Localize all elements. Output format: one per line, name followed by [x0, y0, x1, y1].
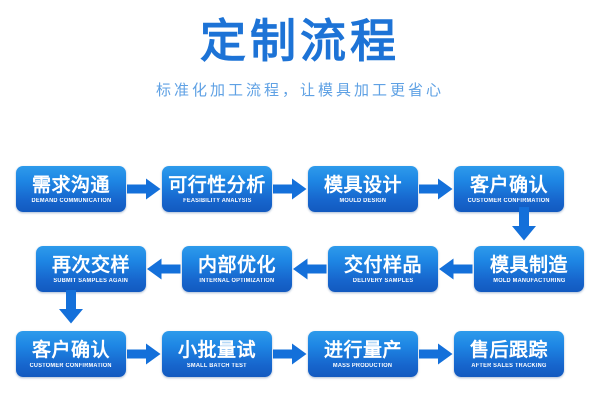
arrow-right-icon — [418, 176, 454, 202]
step-label-cn: 进行量产 — [323, 338, 402, 361]
step-box-delivery-samples[interactable]: 交付样品 DELIVERY SAMPLES — [328, 246, 438, 292]
step-label-en: MASS PRODUCTION — [333, 362, 393, 369]
step-label-en: FEASIBILITY ANALYSIS — [182, 197, 252, 204]
flow-step[interactable]: 客户确认 CUSTOMER CONFIRMATION — [16, 331, 126, 377]
step-label-cn: 再次交样 — [51, 253, 130, 276]
arrow-left-icon — [146, 256, 182, 282]
page-subtitle: 标准化加工流程，让模具加工更省心 — [155, 81, 444, 99]
step-label-cn: 可行性分析 — [168, 173, 266, 196]
arrow-down-icon-row2-to-row3 — [58, 290, 84, 324]
flow-step[interactable]: 内部优化 INTERNAL OPTIMIZATION — [182, 246, 292, 292]
arrow-left-icon — [292, 256, 328, 282]
step-box-feasibility-analysis[interactable]: 可行性分析 FEASIBILITY ANALYSIS — [162, 166, 272, 212]
step-label-cn: 售后跟踪 — [469, 338, 548, 361]
flow-row-2: 模具制造 MOLD MANUFACTURING 交付样品 DELIVERY SA… — [0, 245, 600, 293]
flow-step[interactable]: 需求沟通 DEMAND COMMUNICATION — [16, 166, 126, 212]
flow-step[interactable]: 再次交样 SUBMIT SAMPLES AGAIN — [36, 246, 146, 292]
process-flow: 需求沟通 DEMAND COMMUNICATION 可行性分析 FEASIBIL… — [0, 150, 600, 401]
header: 定制流程 标准化加工流程，让模具加工更省心 — [0, 0, 600, 100]
flow-step[interactable]: 模具制造 MOLD MANUFACTURING — [474, 246, 584, 292]
step-label-en: MOULD DESIGN — [339, 197, 387, 204]
step-box-mould-design[interactable]: 模具设计 MOULD DESIGN — [308, 166, 418, 212]
flow-row-3: 客户确认 CUSTOMER CONFIRMATION 小批量试 SMALL BA… — [0, 330, 600, 378]
flow-row-1: 需求沟通 DEMAND COMMUNICATION 可行性分析 FEASIBIL… — [0, 165, 600, 213]
arrow-right-icon — [418, 341, 454, 367]
step-box-demand-communication[interactable]: 需求沟通 DEMAND COMMUNICATION — [16, 166, 126, 212]
step-label-en: SMALL BATCH TEST — [187, 362, 247, 369]
step-label-en: SUBMIT SAMPLES AGAIN — [53, 277, 129, 284]
step-label-en: AFTER SALES TRACKING — [471, 362, 547, 369]
page-title: 定制流程 — [200, 14, 400, 68]
step-label-cn: 客户确认 — [469, 173, 548, 196]
step-box-customer-confirmation-2[interactable]: 客户确认 CUSTOMER CONFIRMATION — [16, 331, 126, 377]
arrow-right-icon — [126, 176, 162, 202]
step-label-cn: 交付样品 — [343, 253, 422, 276]
step-box-mass-production[interactable]: 进行量产 MASS PRODUCTION — [308, 331, 418, 377]
step-box-mold-manufacturing[interactable]: 模具制造 MOLD MANUFACTURING — [474, 246, 584, 292]
step-label-cn: 模具制造 — [489, 253, 568, 276]
step-label-en: DELIVERY SAMPLES — [352, 277, 414, 284]
flow-step[interactable]: 客户确认 CUSTOMER CONFIRMATION — [454, 166, 564, 212]
arrow-right-icon — [126, 341, 162, 367]
step-label-en: DEMAND COMMUNICATION — [31, 197, 111, 204]
arrow-right-icon — [272, 341, 308, 367]
step-label-cn: 小批量试 — [177, 338, 256, 361]
step-label-cn: 客户确认 — [31, 338, 110, 361]
arrow-right-icon — [272, 176, 308, 202]
step-box-small-batch-test[interactable]: 小批量试 SMALL BATCH TEST — [162, 331, 272, 377]
step-label-en: INTERNAL OPTIMIZATION — [199, 277, 275, 284]
step-box-customer-confirmation-1[interactable]: 客户确认 CUSTOMER CONFIRMATION — [454, 166, 564, 212]
flow-step[interactable]: 模具设计 MOULD DESIGN — [308, 166, 418, 212]
step-label-en: CUSTOMER CONFIRMATION — [467, 197, 551, 204]
step-label-cn: 内部优化 — [197, 253, 276, 276]
flow-step[interactable]: 小批量试 SMALL BATCH TEST — [162, 331, 272, 377]
step-label-en: CUSTOMER CONFIRMATION — [29, 362, 113, 369]
step-label-en: MOLD MANUFACTURING — [492, 277, 566, 284]
flow-step[interactable]: 售后跟踪 AFTER SALES TRACKING — [454, 331, 564, 377]
flow-step[interactable]: 进行量产 MASS PRODUCTION — [308, 331, 418, 377]
arrow-left-icon — [438, 256, 474, 282]
step-box-submit-samples-again[interactable]: 再次交样 SUBMIT SAMPLES AGAIN — [36, 246, 146, 292]
flow-step[interactable]: 可行性分析 FEASIBILITY ANALYSIS — [162, 166, 272, 212]
step-label-cn: 模具设计 — [323, 173, 402, 196]
flow-step[interactable]: 交付样品 DELIVERY SAMPLES — [328, 246, 438, 292]
step-label-cn: 需求沟通 — [31, 173, 110, 196]
step-box-internal-optimization[interactable]: 内部优化 INTERNAL OPTIMIZATION — [182, 246, 292, 292]
step-box-after-sales-tracking[interactable]: 售后跟踪 AFTER SALES TRACKING — [454, 331, 564, 377]
arrow-down-icon-row1-to-row2 — [511, 207, 537, 241]
